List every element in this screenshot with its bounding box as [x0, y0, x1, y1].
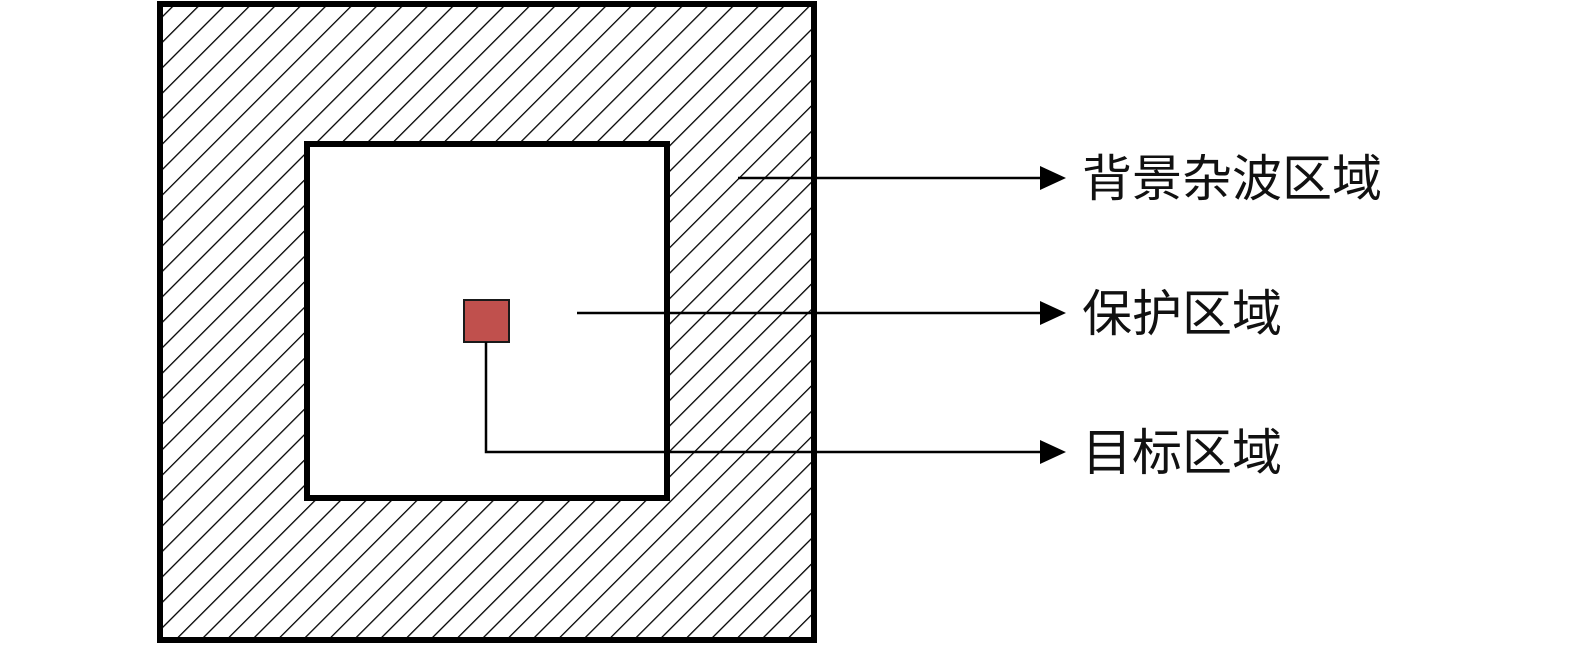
- target-leader-line: [484, 342, 1045, 454]
- background-clutter-label: 背景杂波区域: [1082, 150, 1382, 208]
- guard-arrow-icon: [1040, 301, 1066, 325]
- target-label: 目标区域: [1082, 424, 1282, 482]
- target-arrow-icon: [1040, 440, 1066, 464]
- background-clutter-arrow-icon: [1040, 166, 1066, 190]
- guard-label: 保护区域: [1082, 285, 1282, 343]
- target-cell: [463, 299, 510, 343]
